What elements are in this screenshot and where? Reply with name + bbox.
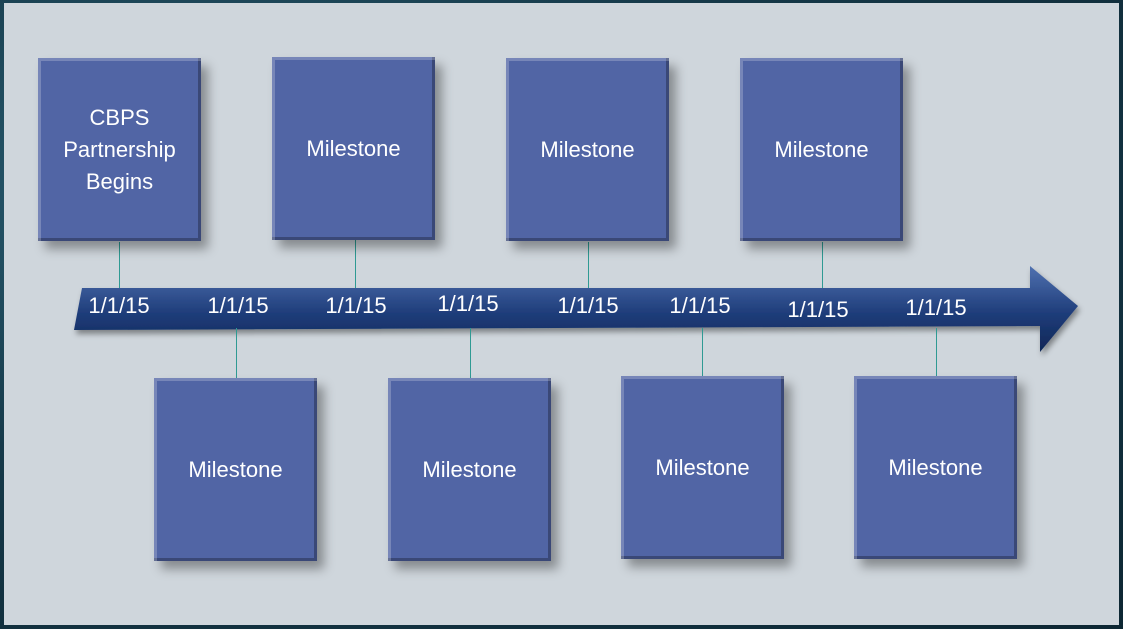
connector-bottom-1 [236, 328, 237, 378]
timeline-arrow-band [74, 266, 1078, 352]
date-label-3: 1/1/15 [325, 293, 387, 318]
connector-top-1 [119, 242, 120, 288]
connector-top-2 [355, 240, 356, 288]
milestone-box-bottom-2: Milestone [388, 378, 551, 561]
milestone-box-top-2: Milestone [272, 57, 435, 240]
milestone-box-top-4: Milestone [740, 58, 903, 241]
date-label-2: 1/1/15 [207, 293, 269, 318]
milestone-box-top-1: CBPS Partnership Begins [38, 58, 201, 241]
connector-top-4 [822, 242, 823, 288]
connector-bottom-3 [702, 328, 703, 376]
date-label-1: 1/1/15 [88, 293, 150, 318]
date-label-5: 1/1/15 [557, 293, 619, 318]
date-label-4: 1/1/15 [437, 291, 499, 316]
connector-bottom-2 [470, 328, 471, 378]
milestone-box-bottom-1: Milestone [154, 378, 317, 561]
milestone-box-top-3: Milestone [506, 58, 669, 241]
date-label-6: 1/1/15 [669, 293, 731, 318]
milestone-box-bottom-3: Milestone [621, 376, 784, 559]
milestone-box-bottom-4: Milestone [854, 376, 1017, 559]
connector-bottom-4 [936, 328, 937, 376]
date-label-8: 1/1/15 [905, 295, 967, 320]
connector-top-3 [588, 242, 589, 288]
date-label-7: 1/1/15 [787, 297, 849, 322]
